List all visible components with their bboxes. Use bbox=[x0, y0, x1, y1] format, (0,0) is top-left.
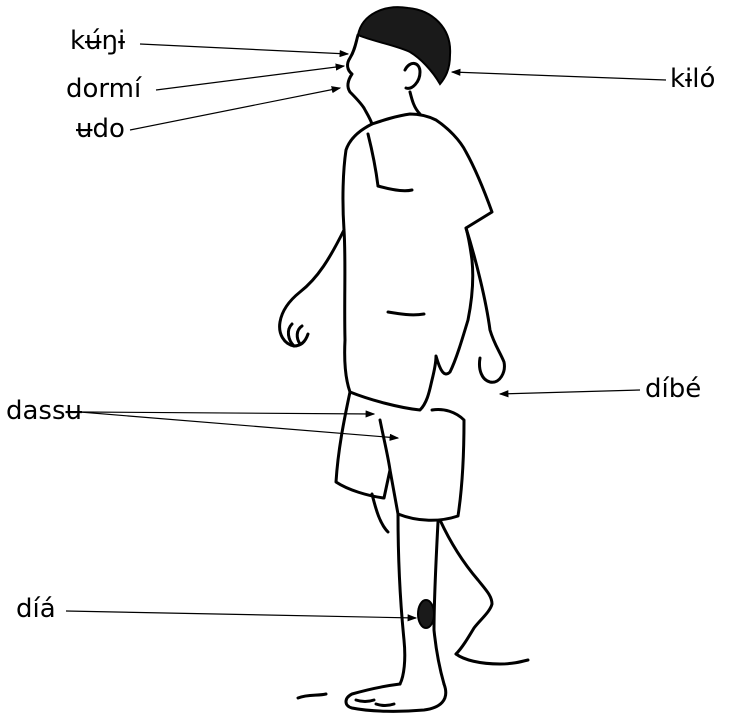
leader-hand bbox=[500, 390, 640, 394]
label-nose: kʉ́ŋɨ bbox=[70, 28, 125, 54]
sore-mark bbox=[418, 600, 434, 628]
back-foot bbox=[456, 654, 528, 664]
label-lips: ʉdo bbox=[76, 116, 125, 142]
hair bbox=[358, 7, 450, 84]
neck bbox=[410, 92, 420, 114]
collar bbox=[368, 134, 378, 186]
back-hand bbox=[288, 324, 302, 346]
toes bbox=[356, 700, 394, 706]
shirt bbox=[343, 114, 492, 410]
shorts-outline bbox=[336, 392, 464, 520]
leader-sore bbox=[66, 611, 416, 618]
leader-nose bbox=[140, 44, 348, 54]
label-head: kɨló bbox=[670, 66, 715, 92]
leader-lips bbox=[130, 88, 340, 130]
pocket bbox=[378, 186, 412, 191]
hem-fold bbox=[388, 312, 424, 315]
label-sore: díá bbox=[16, 596, 56, 622]
label-shorts: dassʉ bbox=[6, 398, 82, 424]
shorts-crease bbox=[380, 420, 390, 470]
ground-mark bbox=[298, 694, 326, 698]
front-foot bbox=[346, 684, 446, 711]
label-hand: díbé bbox=[645, 376, 701, 402]
ear bbox=[405, 63, 420, 88]
back-leg bbox=[440, 520, 492, 654]
leader-head bbox=[452, 72, 666, 80]
label-mouth: dormí bbox=[66, 76, 141, 102]
leader-mouth bbox=[156, 66, 344, 90]
leader-shorts-2 bbox=[80, 412, 398, 438]
front-leg bbox=[398, 514, 444, 684]
head-outline bbox=[348, 35, 372, 124]
back-leg-inner bbox=[372, 494, 388, 532]
leader-shorts-1 bbox=[80, 412, 374, 414]
